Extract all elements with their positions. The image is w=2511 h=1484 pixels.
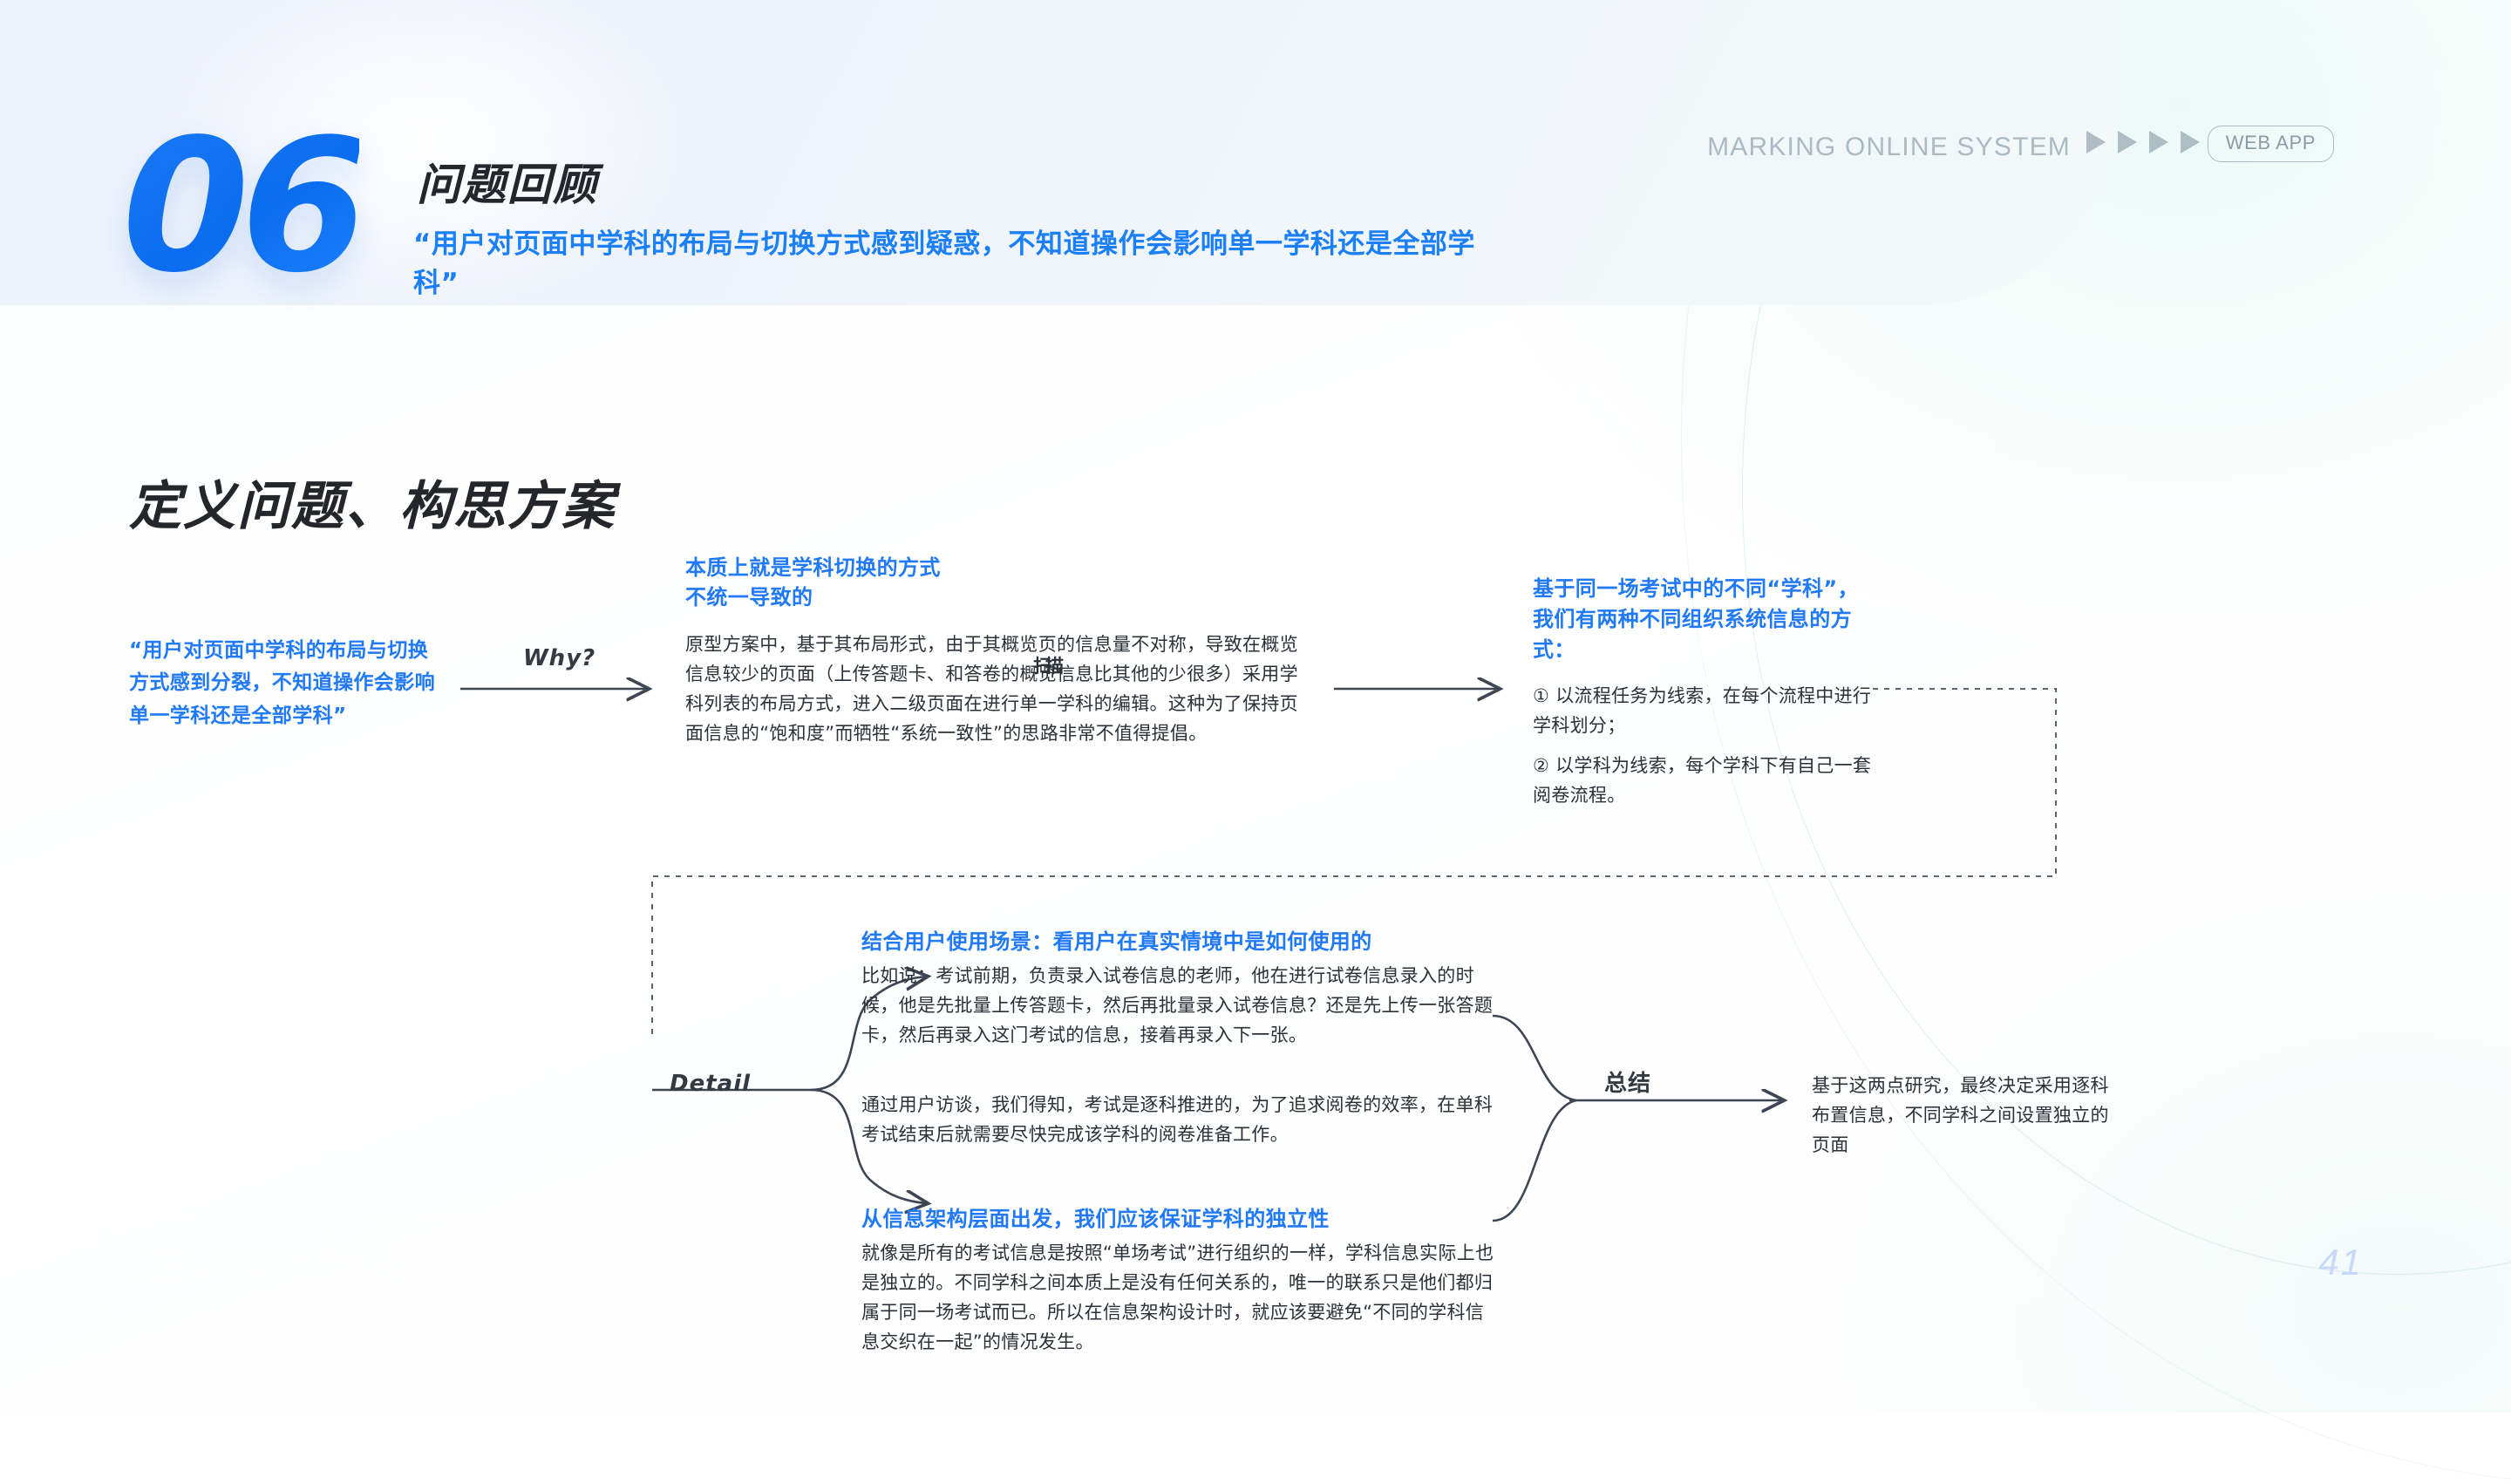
root-cause-heading-line1: 本质上就是学科切换的方式 <box>685 555 941 580</box>
play-triangle-icon <box>2086 131 2106 153</box>
root-cause-body: 原型方案中，基于其布局形式，由于其概览页的信息量不对称，导致在概览信息较少的页面… <box>685 634 1298 745</box>
connector-label-detail: Detail <box>670 1071 752 1097</box>
information-architecture-paragraph: 就像是所有的考试信息是按照“单场考试”进行组织的一样，学科信息实际上也是独立的。… <box>861 1242 1494 1353</box>
play-icon-row <box>2086 131 2200 153</box>
overlapping-text-artifact: 扫描 <box>1033 656 1064 677</box>
banner-glow <box>157 0 698 323</box>
header-banner <box>0 0 2119 323</box>
watermark: JEVON1218 <box>129 1242 405 1293</box>
user-scenario-paragraph-2: 通过用户访谈，我们得知，考试是逐科推进的，为了追求阅卷的效率，在单科考试结束后就… <box>861 1094 1494 1146</box>
problem-quote: “用户对页面中学科的布局与切换方式感到分裂，不知道操作会影响单一学科还是全部学科… <box>129 639 435 727</box>
connector-label-why: Why? <box>523 645 596 671</box>
page-title: 定义问题、构思方案 <box>129 476 616 537</box>
system-label: MARKING ONLINE SYSTEM <box>1707 133 2071 161</box>
play-triangle-icon <box>2181 131 2200 153</box>
play-triangle-icon <box>2149 131 2168 153</box>
conclusion-text: 基于这两点研究，最终决定采用逐科布置信息，不同学科之间设置独立的页面 <box>1812 1075 2109 1156</box>
user-scenario-paragraph-1: 比如说：考试前期，负责录入试卷信息的老师，他在进行试卷信息录入的时候，他是先批量… <box>861 965 1494 1046</box>
section-title: 问题回顾 <box>417 160 598 210</box>
connector-label-summary: 总结 <box>1604 1071 1652 1097</box>
two-ways-heading: 基于同一场考试中的不同“学科”，我们有两种不同组织系统信息的方式： <box>1533 576 1859 662</box>
summary-merge-lower <box>1492 1099 1577 1222</box>
two-ways-item-2: ② 以学科为线索，每个学科下有自己一套阅卷流程。 <box>1533 755 1872 806</box>
information-architecture-heading: 从信息架构层面出发，我们应该保证学科的独立性 <box>861 1207 1330 1231</box>
play-triangle-icon <box>2118 131 2137 153</box>
section-number: 06 <box>122 99 368 313</box>
page-number: 41 <box>2318 1242 2363 1283</box>
web-app-badge[interactable]: WEB APP <box>2207 126 2334 162</box>
summary-merge-upper <box>1492 1014 1577 1102</box>
two-ways-item-1: ① 以流程任务为线索，在每个流程中进行学科划分； <box>1533 685 1872 736</box>
user-scenario-heading: 结合用户使用场景：看用户在真实情境中是如何使用的 <box>861 929 1372 954</box>
section-quote: “用户对页面中学科的布局与切换方式感到疑惑，不知道操作会影响单一学科还是全部学科… <box>413 228 1475 299</box>
root-cause-heading-line2: 不统一导致的 <box>685 585 813 610</box>
root-cause-heading: 本质上就是学科切换的方式 不统一导致的 <box>685 553 1174 612</box>
